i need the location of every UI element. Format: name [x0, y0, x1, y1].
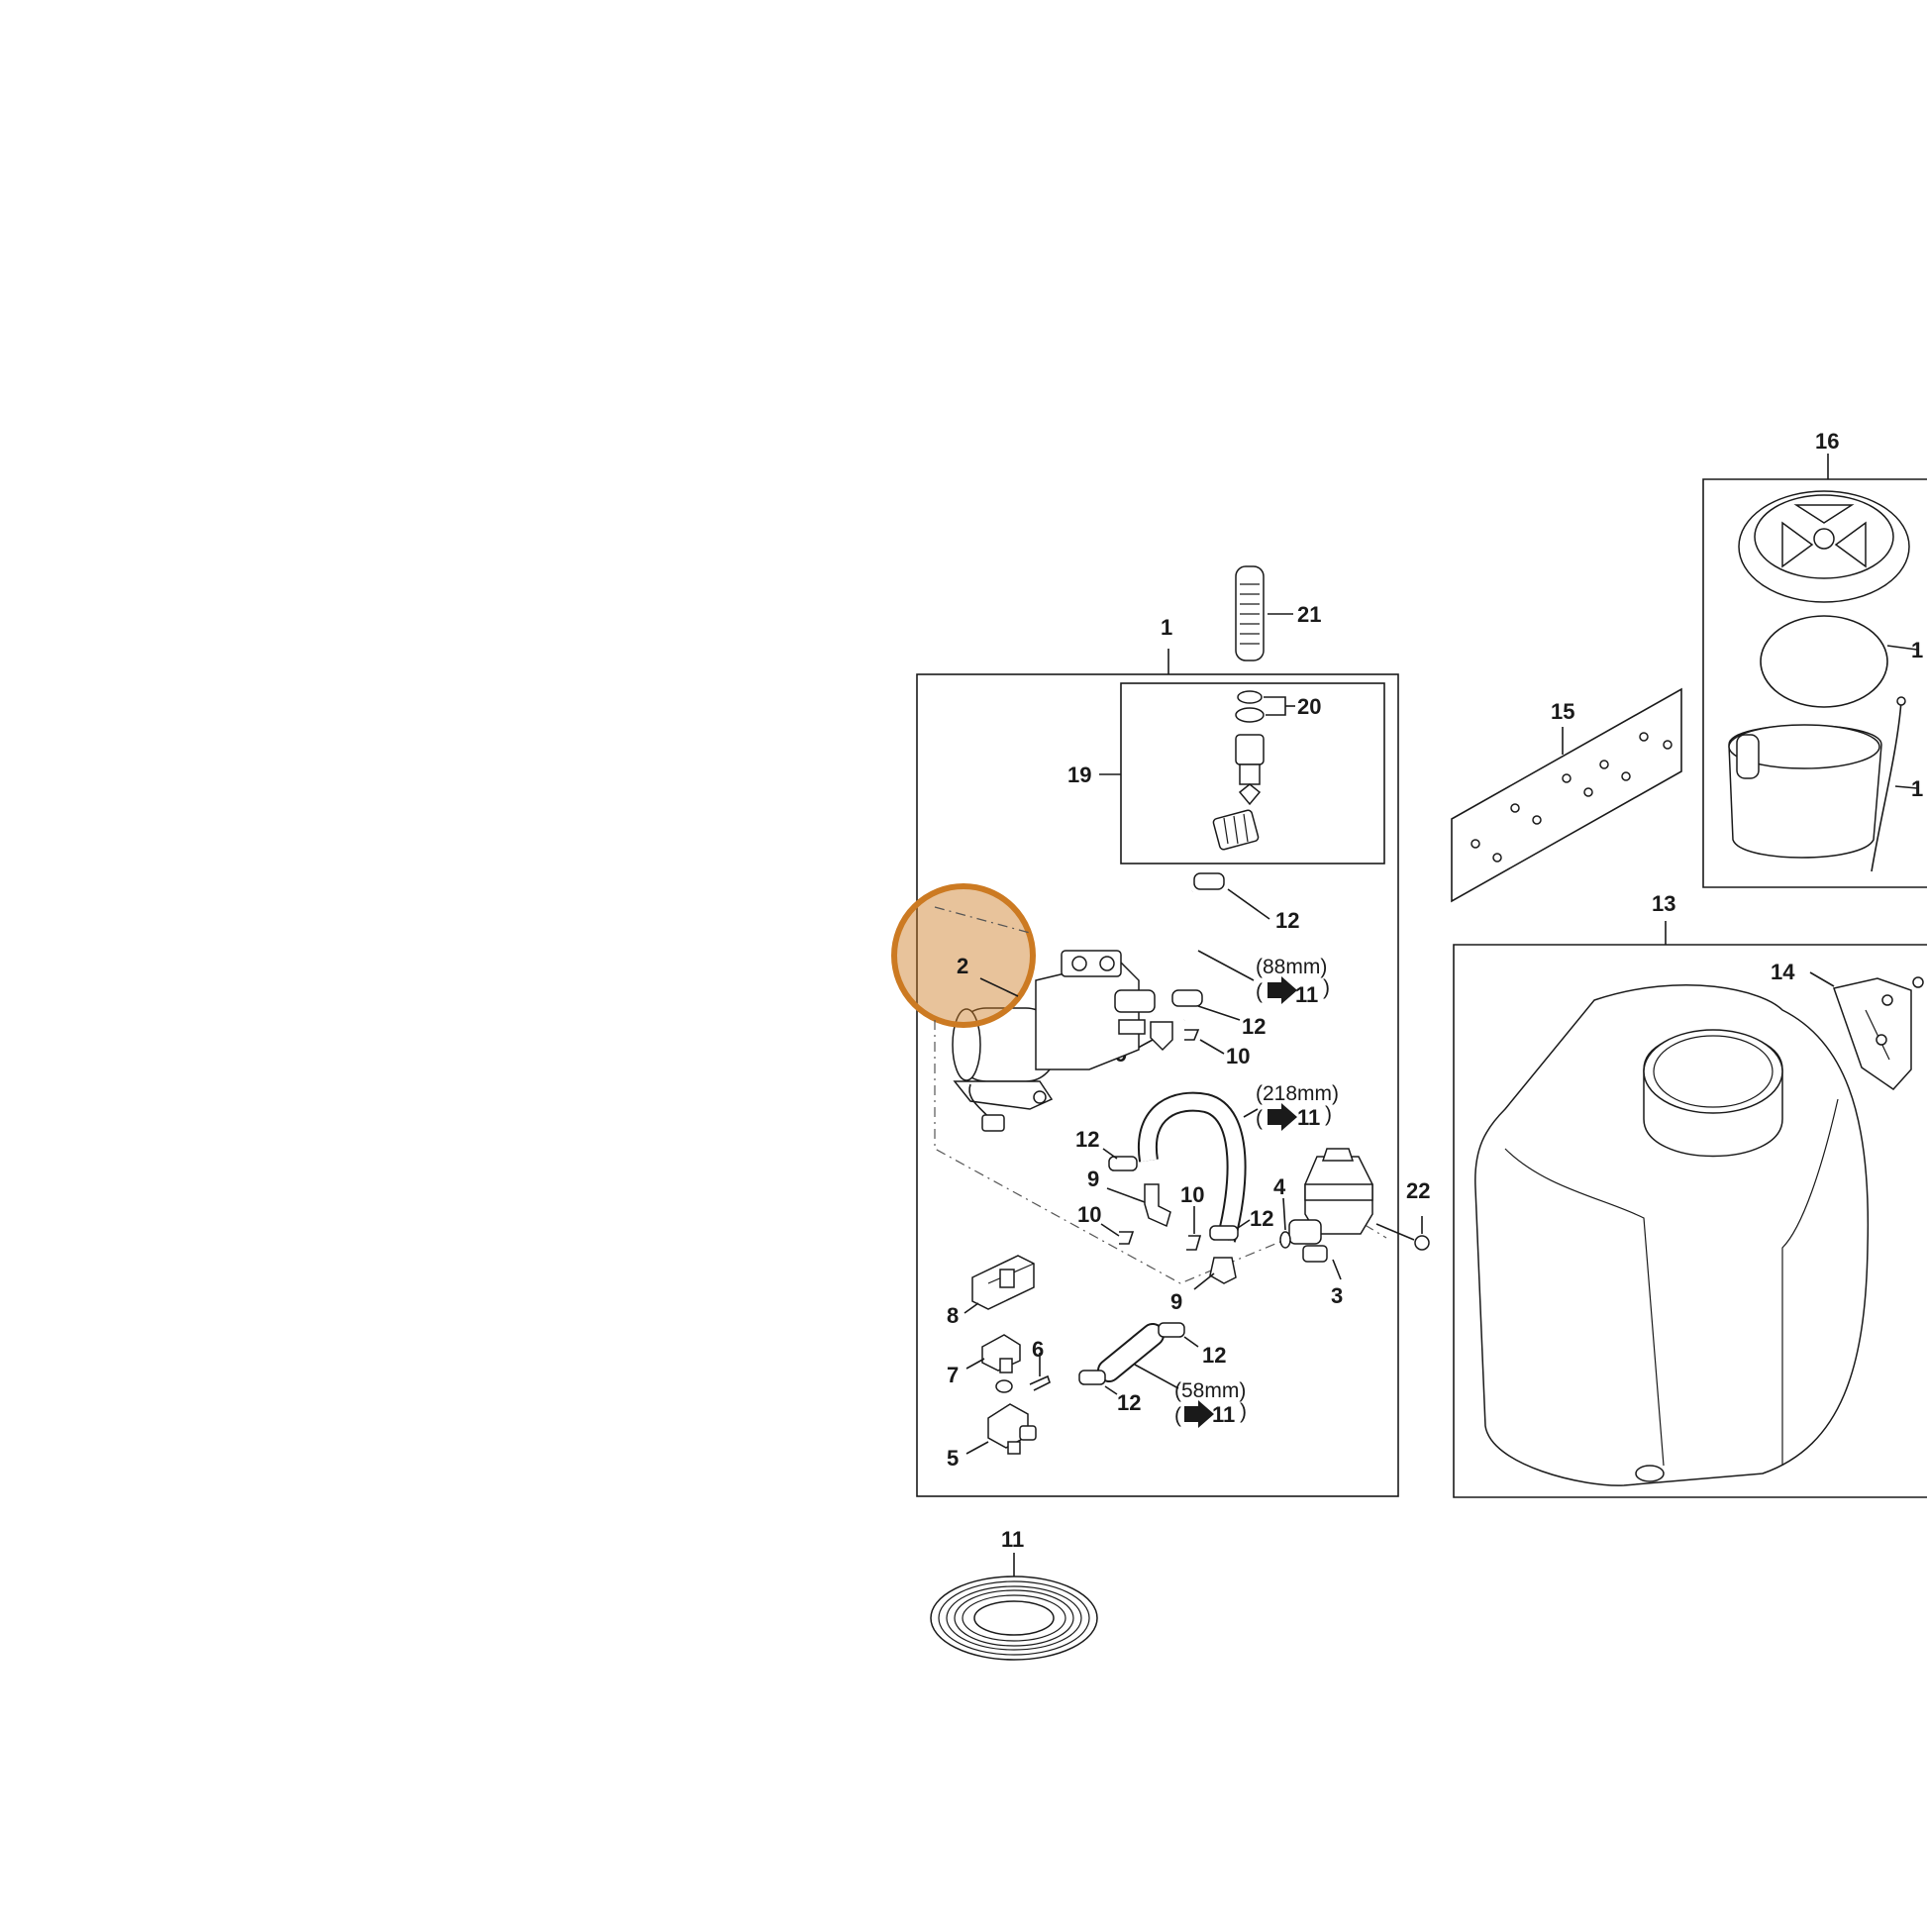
hose-coil-11: 11: [930, 1527, 1098, 1661]
hose-88mm: 12 (88mm) ( 11 ) 12: [1170, 872, 1330, 1039]
label-14: 14: [1771, 960, 1795, 984]
label-4: 4: [1273, 1174, 1286, 1199]
label-12-b: 12: [1242, 1014, 1266, 1039]
screw-set-15: 15: [1451, 687, 1682, 903]
label-17: 1: [1911, 638, 1923, 662]
label-16: 16: [1815, 429, 1839, 454]
sub-assembly-box-19: 19: [1067, 682, 1385, 864]
label-12-a: 12: [1275, 908, 1299, 933]
label-18: 1: [1911, 776, 1923, 801]
hose-length-88: (88mm): [1256, 956, 1327, 978]
arrow-right-icon: [1268, 976, 1297, 1004]
label-2: 2: [957, 954, 968, 978]
highlight-marker: 2: [891, 883, 1036, 1028]
svg-text:(: (: [1256, 980, 1263, 1003]
arrow-right-icon: [1268, 1103, 1297, 1131]
svg-text:(: (: [1174, 1404, 1181, 1427]
strainer-tube-21: 21: [1235, 565, 1321, 661]
label-5: 5: [947, 1446, 959, 1471]
label-21: 21: [1297, 602, 1321, 627]
label-12-f: 12: [1202, 1343, 1226, 1368]
hose-ref-88: 11: [1295, 982, 1318, 1007]
bracket-8: 8: [947, 1255, 1035, 1328]
label-12-c: 12: [1075, 1127, 1099, 1152]
svg-text:): ): [1325, 1103, 1332, 1126]
fittings-left-group: 12 9 10: [1075, 1127, 1171, 1245]
assembly-box-1: 1: [916, 615, 1399, 1497]
label-19: 19: [1067, 763, 1091, 787]
pump-motor-2: [952, 950, 1156, 1132]
label-7: 7: [947, 1363, 959, 1387]
label-15: 15: [1551, 699, 1574, 724]
bracket-14: 14: [1771, 960, 1924, 1090]
arrow-right-icon: [1184, 1400, 1214, 1428]
label-12-e: 12: [1117, 1390, 1141, 1415]
pressure-valve-3: 3 4 22: [1273, 1148, 1430, 1308]
tank-cap-group-16: 16 1 1: [1702, 429, 1927, 888]
label-6: 6: [1032, 1337, 1044, 1362]
fittings-middle-group: 10 12 9: [1170, 1182, 1273, 1314]
tank-13: 13: [1453, 891, 1927, 1498]
hose-length-218: (218mm): [1256, 1082, 1339, 1105]
label-10-a: 10: [1226, 1044, 1250, 1068]
svg-text:): ): [1323, 976, 1330, 999]
label-10-b: 10: [1077, 1202, 1101, 1227]
hose-ref-58: 11: [1212, 1402, 1235, 1427]
label-9-c: 9: [1170, 1289, 1182, 1314]
label-12-d: 12: [1250, 1206, 1273, 1231]
valve-5: 5: [947, 1379, 1037, 1471]
connector-7: 7: [947, 1334, 1021, 1387]
label-20: 20: [1297, 694, 1321, 719]
label-10-c: 10: [1180, 1182, 1204, 1207]
hose-length-58: (58mm): [1174, 1379, 1246, 1402]
label-13: 13: [1652, 891, 1675, 916]
filter-fitting-20: 20: [1212, 690, 1321, 851]
hose-218mm: (218mm) ( 11 ): [1137, 1082, 1339, 1243]
label-9-b: 9: [1087, 1167, 1099, 1191]
svg-text:(: (: [1256, 1107, 1263, 1130]
hose-58mm: 12 12 (58mm) ( 11 ): [1078, 1322, 1247, 1428]
hose-ref-218: 11: [1297, 1105, 1320, 1130]
label-8: 8: [947, 1303, 959, 1328]
svg-text:): ): [1240, 1400, 1247, 1423]
label-1: 1: [1161, 615, 1172, 640]
clip-6: 6: [1029, 1337, 1051, 1391]
label-3: 3: [1331, 1283, 1343, 1308]
label-22: 22: [1406, 1178, 1430, 1203]
label-11: 11: [1001, 1527, 1024, 1552]
